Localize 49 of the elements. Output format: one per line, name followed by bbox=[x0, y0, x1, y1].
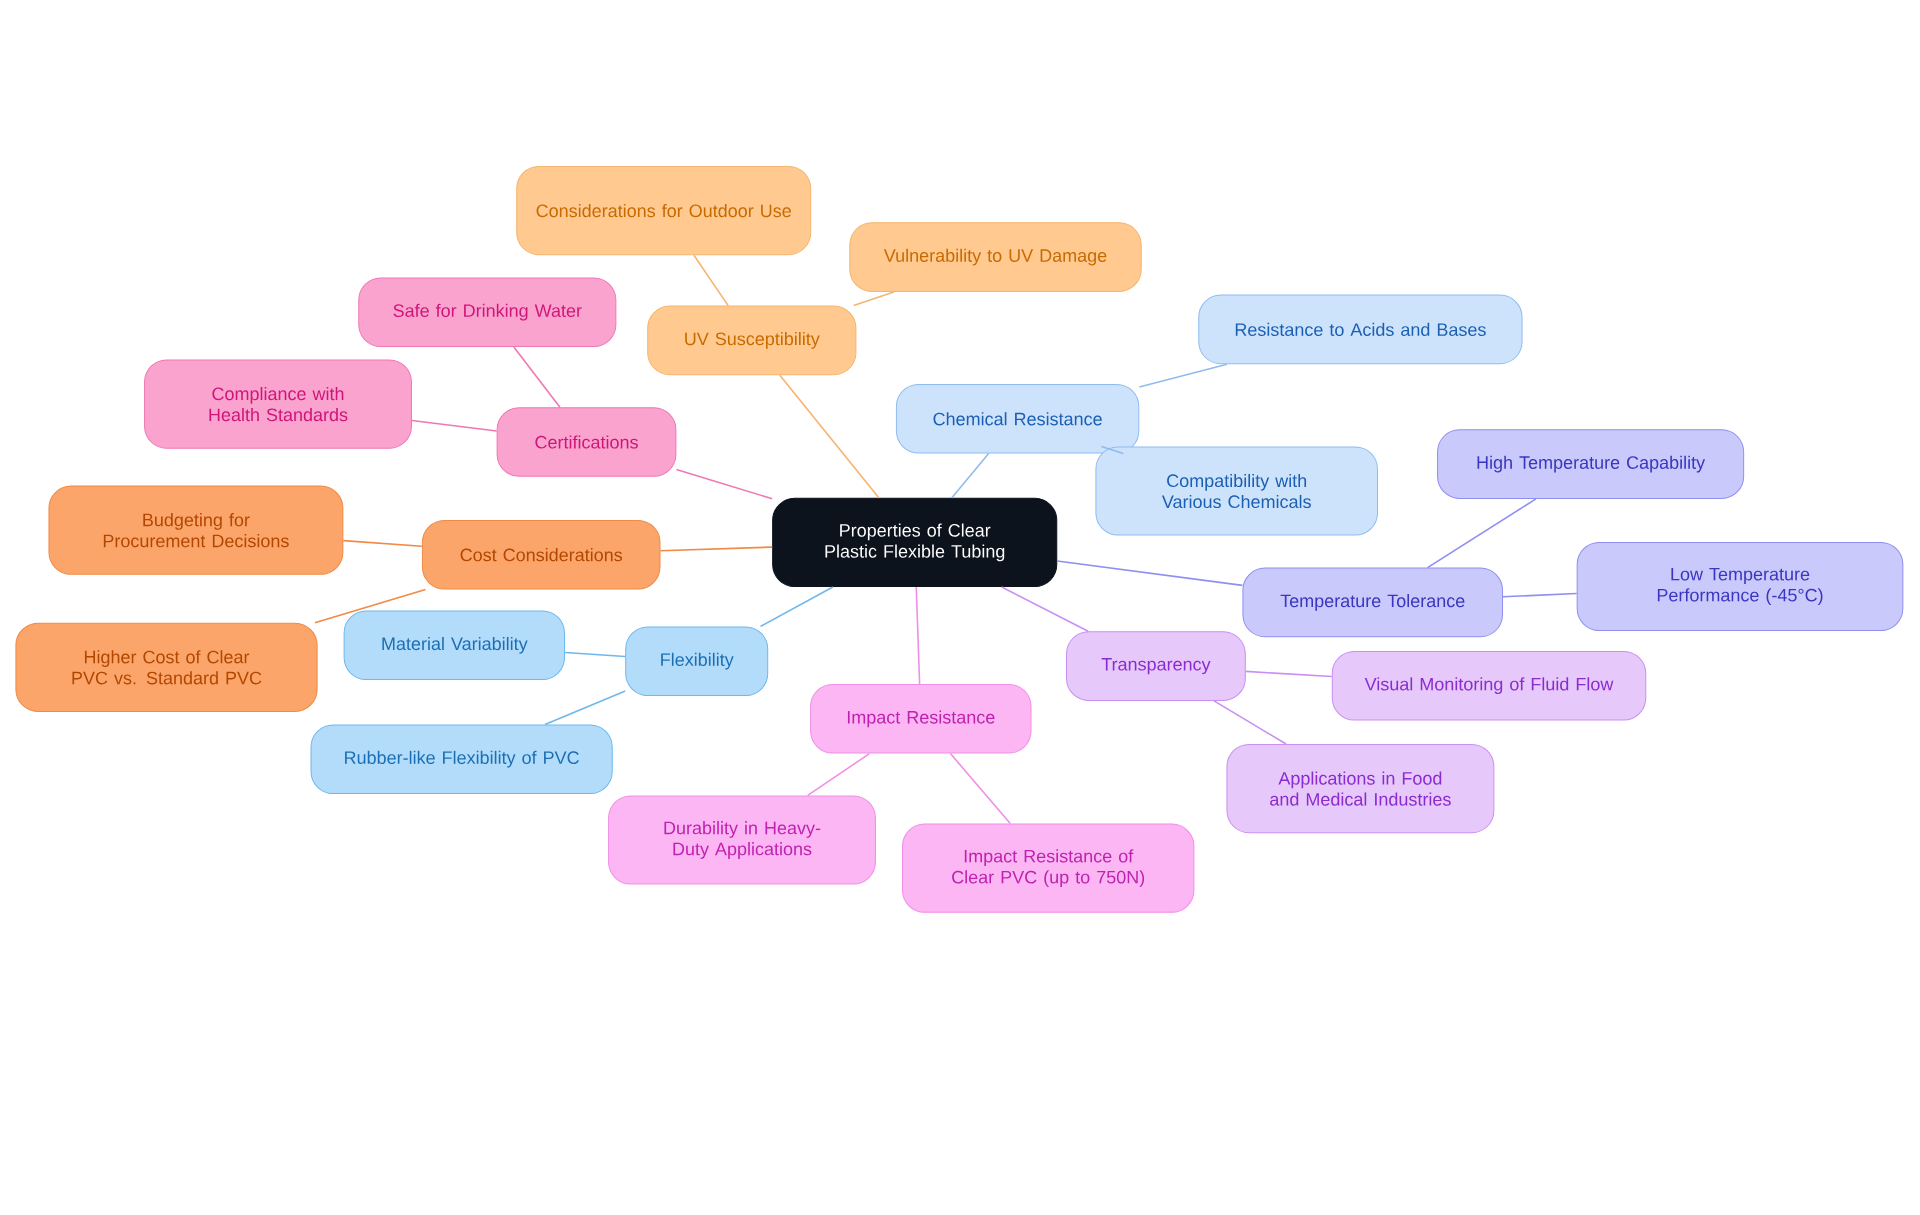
topic-box: Rubber-like Flexibility of PVC bbox=[310, 724, 613, 794]
branch-box: Chemical Resistance bbox=[895, 384, 1140, 454]
topic-box: Resistance to Acids and Bases bbox=[1198, 294, 1523, 365]
connector-line bbox=[693, 254, 729, 307]
topic-box: Vulnerability to UV Damage bbox=[849, 222, 1142, 292]
connector-line bbox=[779, 374, 880, 499]
branch-box: Transparency bbox=[1066, 631, 1246, 701]
topic-box: Visual Monitoring of Fluid Flow bbox=[1331, 650, 1647, 721]
connector-line bbox=[1138, 363, 1228, 388]
connector-line bbox=[1000, 586, 1089, 633]
topic-box: Applications in Food and Medical Industries bbox=[1226, 744, 1495, 834]
connector-line bbox=[544, 690, 626, 726]
connector-line bbox=[915, 586, 921, 685]
branch-box: Flexibility bbox=[625, 626, 769, 696]
topic-box: Considerations for Outdoor Use bbox=[516, 166, 812, 256]
topic-box: Safe for Drinking Water bbox=[358, 277, 617, 347]
connector-line bbox=[659, 546, 773, 552]
topic-box: Budgeting for Procurement Decisions bbox=[48, 485, 344, 575]
connector-line bbox=[513, 346, 561, 408]
connector-line bbox=[1426, 498, 1537, 569]
topic-box: Durability in Heavy-Duty Applications bbox=[608, 795, 876, 885]
connector-line bbox=[411, 419, 498, 432]
connector-line bbox=[675, 468, 773, 500]
connector-line bbox=[342, 539, 423, 547]
topic-box: Compliance with Health Standards bbox=[144, 359, 412, 449]
connector-line bbox=[314, 588, 427, 624]
topic-box: Material Variability bbox=[343, 610, 565, 681]
branch-box: Certifications bbox=[496, 407, 677, 477]
central-topic-box: Properties of Clear Plastic Flexible Tubing bbox=[772, 497, 1058, 587]
branch-box: Cost Considerations bbox=[421, 519, 661, 590]
topic-box: Impact Resistance of Clear PVC (up to 750N) bbox=[902, 823, 1195, 913]
connector-line bbox=[564, 651, 626, 658]
branch-box: Impact Resistance bbox=[810, 684, 1032, 754]
connector-line bbox=[1100, 445, 1125, 455]
connector-line bbox=[949, 752, 1012, 825]
connector-line bbox=[1502, 592, 1578, 598]
topic-box: Low Temperature Performance (-45°C) bbox=[1576, 541, 1904, 632]
connector-line bbox=[951, 452, 990, 499]
branch-box: UV Susceptibility bbox=[647, 305, 857, 376]
connector-line bbox=[759, 586, 834, 628]
topic-box: Compatibility with Various Chemicals bbox=[1095, 446, 1378, 536]
topic-box: Higher Cost of Clear PVC vs. Standard PVC bbox=[15, 622, 318, 712]
connector-line bbox=[1245, 670, 1333, 678]
topic-box: High Temperature Capability bbox=[1437, 429, 1745, 499]
connector-line bbox=[852, 291, 895, 307]
connector-line bbox=[1056, 560, 1244, 587]
connector-line bbox=[806, 752, 871, 797]
connector-line bbox=[1213, 700, 1287, 745]
branch-box: Temperature Tolerance bbox=[1242, 567, 1503, 638]
